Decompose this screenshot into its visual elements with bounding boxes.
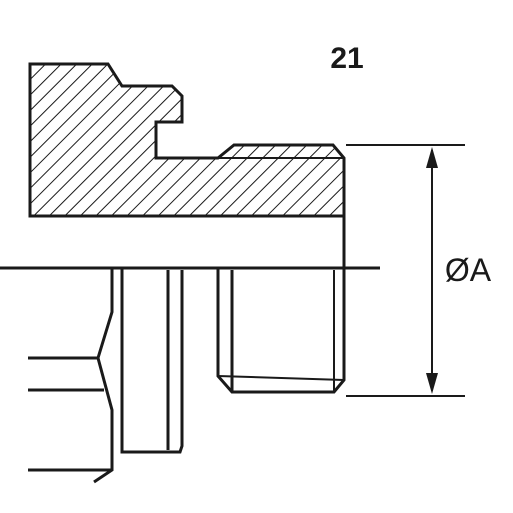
figure-number: 21 xyxy=(330,42,363,75)
hatched-section xyxy=(28,62,346,218)
dimension-arrow-down-icon xyxy=(426,373,438,394)
threaded-end-outline xyxy=(216,268,346,394)
thread-chamfer-line xyxy=(217,375,345,381)
dimension-arrow-up-icon xyxy=(426,147,438,168)
diameter-label: ØA xyxy=(445,252,492,288)
flange-outline xyxy=(120,268,184,454)
hexagon-body-outline xyxy=(93,268,114,484)
